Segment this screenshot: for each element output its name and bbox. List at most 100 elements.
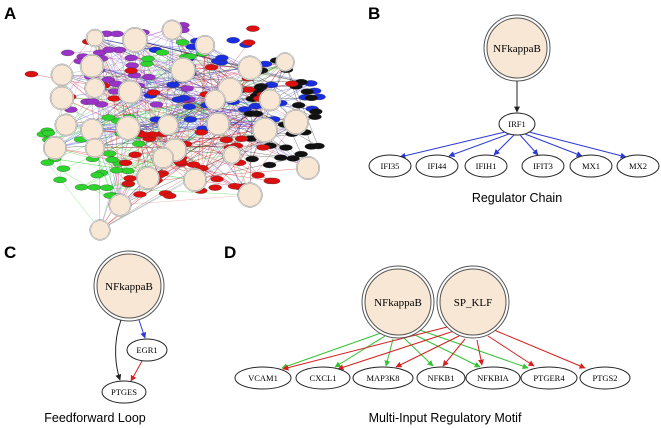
node-nfkbia: NFKBIA: [465, 366, 521, 390]
edge-nfkappab-vcam1: [281, 332, 382, 370]
network-gene-node: [100, 184, 114, 191]
target-nodes: VCAM1 CXCL1 MAP3K8 NFKB1 NFKBIA PTGER4 P…: [234, 366, 631, 390]
panel-d-letter: D: [224, 243, 236, 262]
node-label-ptger4: PTGER4: [533, 373, 565, 383]
node-label-cxcl1: CXCL1: [310, 373, 337, 383]
network-edge: [99, 77, 150, 231]
network-edge: [115, 83, 251, 196]
network-edge: [131, 99, 196, 181]
network-edge: [129, 91, 216, 101]
network-regulator-node: [283, 109, 309, 135]
network-regulator-node: [84, 137, 106, 159]
edge-irf1-ifi35: [399, 131, 506, 159]
network-edge: [119, 116, 316, 206]
network-gene-node: [234, 135, 249, 142]
network-gene-node: [262, 161, 277, 169]
network-gene-node: [56, 165, 71, 172]
node-label-ifih1: IFIH1: [476, 161, 497, 171]
network-regulator-node: [108, 193, 132, 217]
edge-spklf-vcam1: [282, 325, 452, 371]
network-regulator-node: [275, 52, 295, 72]
edge-spklf-nfkbia: [476, 339, 484, 366]
network-edge: [171, 29, 242, 139]
network-edge: [94, 87, 121, 206]
network-regulator-node: [222, 145, 242, 165]
network-gene-node: [119, 159, 133, 167]
network-gene-node: [182, 103, 196, 110]
network-gene-node: [133, 191, 147, 198]
panel-c-letter: C: [4, 243, 16, 262]
node-mx2: MX2: [616, 154, 660, 178]
network-edge: [94, 37, 204, 129]
edge-spklf-nfkb1: [442, 338, 466, 367]
network-gene-node: [132, 140, 146, 147]
network-gene-node: [194, 129, 208, 136]
network-regulator-node: [49, 85, 75, 111]
network-regulator-node: [204, 89, 226, 111]
network-regulator-node: [80, 118, 104, 142]
edge-irf1-mx1: [524, 133, 583, 157]
node-label-ifi44: IFI44: [428, 161, 448, 171]
network-edge: [197, 44, 206, 186]
edge-egr1-ptges: [130, 360, 143, 382]
network-gene-node: [41, 129, 56, 137]
network-gene-node: [245, 155, 259, 163]
network-regulator-node: [205, 111, 231, 137]
edges-nfkappab: [281, 327, 529, 370]
edge-nfkappab-nfkbia: [410, 332, 481, 368]
network-gene-node: [186, 161, 201, 168]
network-gene-node: [124, 67, 138, 74]
network-gene-node: [123, 175, 137, 182]
network-gene-node: [215, 54, 229, 62]
network-edge: [119, 194, 251, 206]
network-regulator-node: [84, 77, 106, 99]
network-gene-node: [291, 102, 306, 109]
node-egr1: EGR1: [126, 338, 168, 362]
edge-nfkappab-ptges: [115, 319, 122, 381]
node-map3k8: MAP3K8: [352, 366, 414, 390]
network-gene-node: [242, 39, 256, 46]
node-vcam1: VCAM1: [234, 366, 292, 390]
network-gene-node: [227, 183, 242, 190]
edge-spklf-cxcl1: [337, 330, 455, 371]
network-regulator-node: [295, 155, 321, 181]
network-gene-node: [241, 86, 256, 93]
network-gene-node: [61, 49, 75, 57]
edge-nfkappab-ptger4: [413, 327, 529, 370]
network-regulator-node: [136, 166, 160, 190]
network-gene-node: [251, 172, 265, 179]
network-regulator-node: [237, 55, 263, 81]
panel-a-letter: A: [4, 4, 16, 23]
network-graph: [24, 19, 326, 241]
edge-irf1-ifih1: [493, 134, 515, 156]
node-ifi35: IFI35: [368, 154, 412, 178]
node-ptges: PTGES: [101, 380, 147, 404]
network-gene-node: [166, 81, 180, 88]
network-gene-node: [294, 150, 308, 158]
edge-spklf-ptger4: [487, 335, 535, 367]
network-gene-node: [105, 156, 119, 163]
node-ptger4: PTGER4: [520, 366, 578, 390]
network-gene-node: [87, 184, 101, 191]
network-gene-node: [121, 180, 136, 187]
panel-b: B NFkappaB IRF1 IFI35 IFI44 IFIH1 IFIT3 …: [368, 4, 660, 205]
node-label-ptgs2: PTGS2: [592, 373, 617, 383]
network-gene-node: [40, 159, 54, 166]
network-gene-node: [175, 39, 190, 46]
node-irf1: IRF1: [498, 112, 536, 136]
panel-c: C NFkappaB EGR1 PTGES Feedforward Loop: [4, 243, 168, 425]
network-gene-node: [141, 55, 155, 62]
node-cxcl1: CXCL1: [295, 366, 351, 390]
panel-d: D NFkappaB SP_KLF: [224, 243, 631, 425]
network-edge: [119, 127, 129, 206]
node-label-mx2: MX2: [629, 161, 647, 171]
node-mx1: MX1: [569, 154, 613, 178]
network-gene-node: [246, 25, 260, 32]
regulator-node-nfkappab: NFkappaB: [483, 14, 551, 82]
network-gene-node: [125, 62, 139, 69]
network-gene-node: [110, 30, 124, 37]
network-regulator-node: [117, 79, 143, 105]
network-regulator-node: [50, 63, 74, 87]
network-regulator-node: [161, 19, 183, 41]
network-gene-node: [210, 175, 224, 183]
